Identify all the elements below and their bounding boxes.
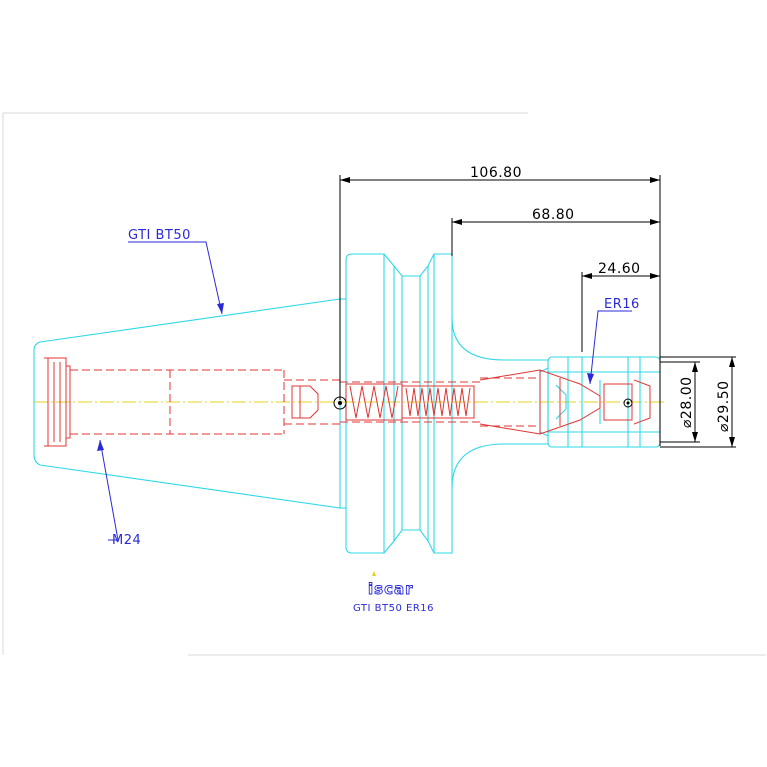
hidden-lines	[44, 357, 651, 447]
logo-text: iscar	[368, 580, 413, 598]
dim-flange-to-nose: 68.80	[532, 207, 575, 223]
sheet-border	[2, 112, 766, 656]
dimension-lines	[339, 175, 736, 448]
holder-body	[33, 253, 661, 554]
caption-title: GTI BT50 ER16	[353, 603, 434, 614]
label-collet: ER16	[604, 297, 640, 312]
dim-diameter-29-5: ⌀29.50	[716, 380, 732, 432]
iscar-logo: iscar	[368, 571, 413, 598]
taper-shank	[33, 298, 341, 509]
dim-nut-length: 24.60	[598, 261, 641, 277]
spring	[349, 385, 471, 419]
leaders	[99, 241, 632, 541]
dimension-arrows	[340, 177, 735, 447]
dim-diameter-28: ⌀28.00	[679, 376, 695, 428]
dim-overall-length: 106.80	[470, 165, 522, 181]
label-holder: GTI BT50	[128, 228, 191, 243]
label-thread: M24	[112, 533, 141, 548]
axis-marker-right	[623, 398, 633, 408]
